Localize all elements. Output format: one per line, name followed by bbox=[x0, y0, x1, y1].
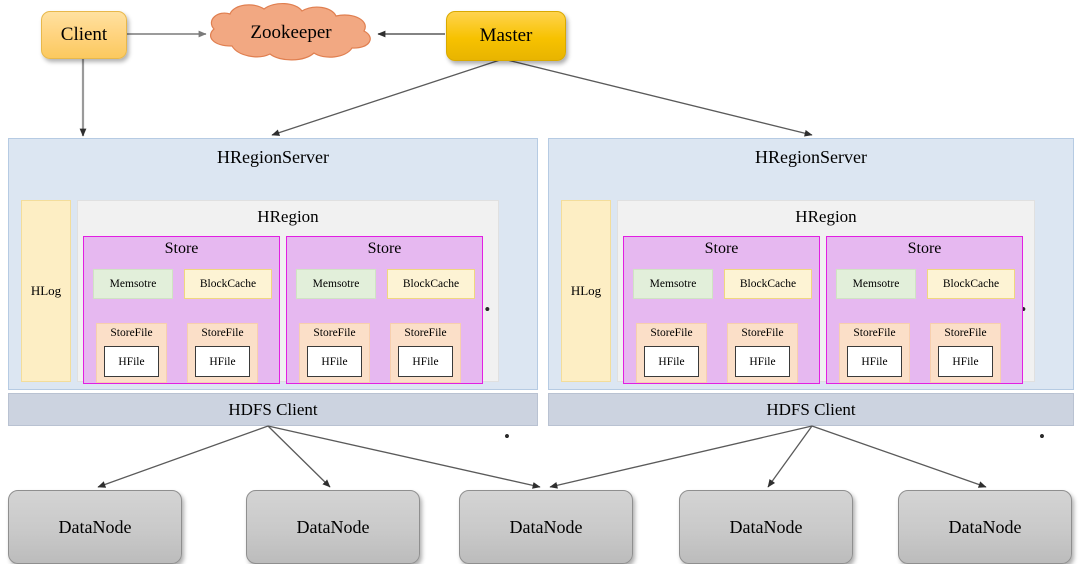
hfile-label: HFile bbox=[658, 355, 685, 368]
store-2-storefile-1[interactable]: StoreFile HFile bbox=[299, 323, 370, 383]
datanode-3-label: DataNode bbox=[509, 516, 583, 537]
regionserver-1-hregion[interactable]: HRegion • • • Store Memsotre BlockCache … bbox=[77, 200, 499, 384]
hregion-label: HRegion bbox=[257, 207, 319, 226]
datanode-1-label: DataNode bbox=[58, 516, 132, 537]
regionserver-1-store-2[interactable]: Store Memsotre BlockCache StoreFile HFil… bbox=[286, 236, 483, 384]
regionserver-1-label: HRegionServer bbox=[217, 147, 329, 167]
hfile-label: HFile bbox=[952, 355, 979, 368]
store-2-storefile-2[interactable]: StoreFile HFile bbox=[930, 323, 1001, 383]
hdfs-client-1[interactable]: HDFS Client bbox=[8, 393, 538, 426]
store-label: Store bbox=[704, 240, 739, 257]
storefile-label: StoreFile bbox=[853, 327, 896, 339]
storefile-1-hfile[interactable]: HFile bbox=[104, 346, 159, 377]
storefile-1-hfile[interactable]: HFile bbox=[847, 346, 902, 377]
hregion-label: HRegion bbox=[795, 207, 857, 226]
edge-hdfs-2-to-datanode-4 bbox=[767, 425, 813, 488]
datanode-5-label: DataNode bbox=[948, 516, 1022, 537]
memstore-label: Memsotre bbox=[852, 278, 900, 290]
blockcache-label: BlockCache bbox=[739, 278, 797, 290]
regionserver-2-hlog[interactable]: HLog bbox=[561, 200, 611, 382]
storefile-1-hfile[interactable]: HFile bbox=[307, 346, 362, 377]
zookeeper-label: Zookeeper bbox=[250, 22, 332, 43]
client-node[interactable]: Client bbox=[41, 11, 127, 59]
store-2-memstore[interactable]: Memsotre bbox=[836, 269, 916, 299]
store-2-storefile-2[interactable]: StoreFile HFile bbox=[390, 323, 461, 383]
datanode-3[interactable]: DataNode bbox=[459, 490, 633, 564]
store-2-memstore[interactable]: Memsotre bbox=[296, 269, 376, 299]
hfile-label: HFile bbox=[321, 355, 348, 368]
hfile-label: HFile bbox=[209, 355, 236, 368]
regionserver-2[interactable]: HRegionServer HLog • • • HRegion • • • S… bbox=[548, 138, 1074, 445]
hfile-label: HFile bbox=[749, 355, 776, 368]
storefile-2-hfile[interactable]: HFile bbox=[195, 346, 250, 377]
storefile-label: StoreFile bbox=[110, 327, 153, 339]
store-label: Store bbox=[907, 240, 942, 257]
regionserver-2-store-1[interactable]: Store Memsotre BlockCache StoreFile HFil… bbox=[623, 236, 820, 384]
blockcache-label: BlockCache bbox=[942, 278, 1000, 290]
memstore-label: Memsotre bbox=[312, 278, 360, 290]
store-1-blockcache[interactable]: BlockCache bbox=[184, 269, 272, 299]
hlog-label: HLog bbox=[30, 283, 62, 298]
datanode-2-label: DataNode bbox=[296, 516, 370, 537]
hlog-label: HLog bbox=[570, 283, 602, 298]
store-label: Store bbox=[367, 240, 402, 257]
blockcache-label: BlockCache bbox=[402, 278, 460, 290]
hdfs-client-2[interactable]: HDFS Client bbox=[548, 393, 1074, 426]
store-1-storefile-2[interactable]: StoreFile HFile bbox=[187, 323, 258, 383]
store-1-storefile-1[interactable]: StoreFile HFile bbox=[636, 323, 707, 383]
datanode-2[interactable]: DataNode bbox=[246, 490, 420, 564]
store-1-memstore[interactable]: Memsotre bbox=[633, 269, 713, 299]
storefile-label: StoreFile bbox=[313, 327, 356, 339]
regionserver-2-label: HRegionServer bbox=[755, 147, 867, 167]
edge-hdfs-1-to-datanode-2 bbox=[267, 425, 331, 488]
memstore-label: Memsotre bbox=[109, 278, 157, 290]
master-node[interactable]: Master bbox=[446, 11, 566, 61]
datanode-4[interactable]: DataNode bbox=[679, 490, 853, 564]
storefile-label: StoreFile bbox=[404, 327, 447, 339]
edge-hdfs-1-to-datanode-3 bbox=[267, 425, 541, 489]
edge-hdfs-2-to-datanode-3 bbox=[549, 425, 813, 489]
storefile-label: StoreFile bbox=[650, 327, 693, 339]
datanode-1[interactable]: DataNode bbox=[8, 490, 182, 564]
storefile-2-hfile[interactable]: HFile bbox=[735, 346, 790, 377]
hdfs-client-1-label: HDFS Client bbox=[228, 399, 318, 419]
zookeeper-node[interactable]: Zookeeper bbox=[196, 2, 386, 64]
regionserver-1-hlog[interactable]: HLog bbox=[21, 200, 71, 382]
edge-hdfs-2-to-datanode-5 bbox=[811, 425, 987, 488]
datanode-4-label: DataNode bbox=[729, 516, 803, 537]
regionserver-2-store-2[interactable]: Store Memsotre BlockCache StoreFile HFil… bbox=[826, 236, 1023, 384]
storefile-2-hfile[interactable]: HFile bbox=[938, 346, 993, 377]
store-2-blockcache[interactable]: BlockCache bbox=[927, 269, 1015, 299]
memstore-label: Memsotre bbox=[649, 278, 697, 290]
edge-master-to-regionserver-2 bbox=[502, 58, 813, 137]
edge-master-to-regionserver-1 bbox=[271, 58, 504, 136]
edge-hdfs-1-to-datanode-1 bbox=[97, 425, 269, 488]
hdfs-client-2-label: HDFS Client bbox=[766, 399, 856, 419]
store-1-blockcache[interactable]: BlockCache bbox=[724, 269, 812, 299]
client-label: Client bbox=[60, 24, 108, 45]
hfile-label: HFile bbox=[861, 355, 888, 368]
master-label: Master bbox=[479, 25, 533, 46]
store-1-memstore[interactable]: Memsotre bbox=[93, 269, 173, 299]
regionserver-1-store-1[interactable]: Store Memsotre BlockCache StoreFile HFil… bbox=[83, 236, 280, 384]
storefile-2-hfile[interactable]: HFile bbox=[398, 346, 453, 377]
blockcache-label: BlockCache bbox=[199, 278, 257, 290]
storefile-label: StoreFile bbox=[201, 327, 244, 339]
store-2-storefile-1[interactable]: StoreFile HFile bbox=[839, 323, 910, 383]
regionserver-1[interactable]: HRegionServer HLog • • • HRegion • • • S… bbox=[8, 138, 538, 445]
store-1-storefile-1[interactable]: StoreFile HFile bbox=[96, 323, 167, 383]
store-1-storefile-2[interactable]: StoreFile HFile bbox=[727, 323, 798, 383]
storefile-label: StoreFile bbox=[944, 327, 987, 339]
store-label: Store bbox=[164, 240, 199, 257]
storefile-label: StoreFile bbox=[741, 327, 784, 339]
storefile-1-hfile[interactable]: HFile bbox=[644, 346, 699, 377]
hfile-label: HFile bbox=[118, 355, 145, 368]
regionserver-2-hregion[interactable]: HRegion • • • Store Memsotre BlockCache … bbox=[617, 200, 1035, 384]
store-2-blockcache[interactable]: BlockCache bbox=[387, 269, 475, 299]
hfile-label: HFile bbox=[412, 355, 439, 368]
datanode-5[interactable]: DataNode bbox=[898, 490, 1072, 564]
